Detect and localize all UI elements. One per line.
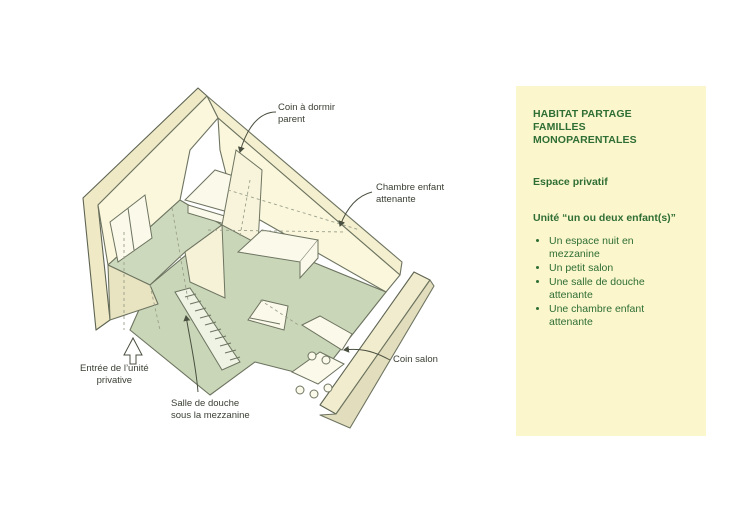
unit-heading: Unité “un ou deux enfant(s)” <box>533 212 676 224</box>
leader-lines <box>183 111 391 393</box>
callout-salle-douche: Salle de douche sous la mezzanine <box>171 398 250 421</box>
furniture <box>109 149 353 399</box>
axonometric-illustration <box>82 87 435 429</box>
list-item: Une chambre enfant attenante <box>549 303 692 329</box>
callout-coin-dormir: Coin à dormir parent <box>278 102 336 125</box>
leader-chambre-enfant <box>338 191 373 227</box>
feature-list: Un espace nuit en mezzanine Un petit sal… <box>533 235 692 329</box>
staircase <box>174 287 241 371</box>
info-panel: HABITAT PARTAGE FAMILLES MONOPARENTALES … <box>516 86 706 436</box>
interior-wall-right <box>217 117 401 293</box>
leader-salle-douche <box>183 315 199 393</box>
leader-coin-dormir <box>237 111 277 153</box>
panel-title: HABITAT PARTAGE FAMILLES MONOPARENTALES <box>533 108 637 146</box>
callout-entree: Entrée de l’unité privative <box>80 363 149 386</box>
list-item: Un petit salon <box>549 262 692 275</box>
front-right-wall-base <box>319 279 435 429</box>
entrance-arrow-icon <box>123 336 143 365</box>
leader-coin-salon <box>343 345 391 361</box>
dashed-guides <box>123 179 361 331</box>
list-item: Une salle de douche attenante <box>549 276 692 302</box>
section-heading: Espace privatif <box>533 176 608 188</box>
list-item: Un espace nuit en mezzanine <box>549 235 692 261</box>
callout-coin-salon: Coin salon <box>393 354 438 365</box>
callout-chambre-enfant: Chambre enfant attenante <box>376 182 445 205</box>
